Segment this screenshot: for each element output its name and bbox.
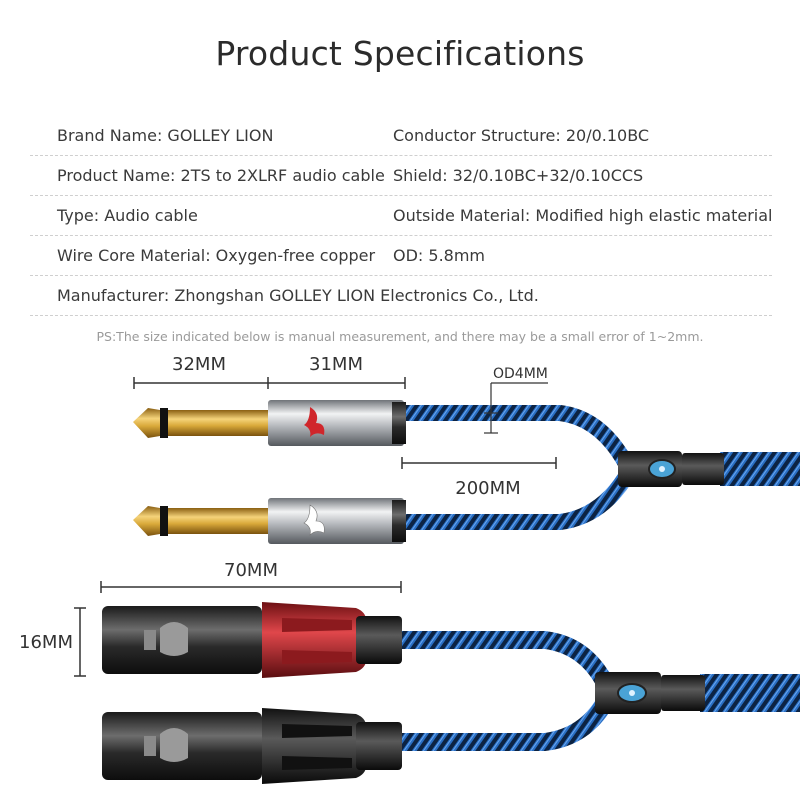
spec-row: Product Name: 2TS to 2XLRF audio cable S…	[30, 156, 772, 196]
spec-type: Type: Audio cable	[57, 206, 198, 225]
spec-row: Wire Core Material: Oxygen-free copper O…	[30, 236, 772, 276]
xlr-cable-assembly	[102, 602, 800, 784]
dimension-od	[484, 382, 548, 434]
xlr-cable-upper	[400, 631, 613, 688]
spec-row: Brand Name: GOLLEY LION Conductor Struct…	[30, 116, 772, 156]
dim-label-200mm: 200MM	[455, 478, 520, 499]
y-splitter-icon	[618, 451, 724, 487]
lion-logo-icon	[304, 407, 325, 437]
dim-label-od: OD4MM	[493, 366, 548, 382]
ts-cable-lower	[404, 473, 632, 530]
dim-label-70mm: 70MM	[224, 560, 278, 581]
dimension-16mm	[74, 607, 86, 677]
spec-table: Brand Name: GOLLEY LION Conductor Struct…	[30, 116, 773, 316]
spec-wire-core: Wire Core Material: Oxygen-free copper	[57, 246, 376, 265]
spec-conductor: Conductor Structure: 20/0.10BC	[393, 126, 650, 145]
ts-plug-upper	[133, 400, 406, 446]
spec-shield: Shield: 32/0.10BC+32/0.10CCS	[393, 166, 644, 185]
dim-label-31mm: 31MM	[309, 354, 363, 375]
spec-brand: Brand Name: GOLLEY LION	[57, 126, 274, 145]
xlr-cable-lower	[400, 697, 613, 751]
dimension-31mm	[268, 377, 406, 389]
page-title: Product Specifications	[215, 34, 585, 73]
cable-diagram: 32MM 31MM OD4MM 200MM 70MM 16MM	[19, 354, 800, 784]
dim-label-16mm: 16MM	[19, 632, 73, 653]
dimension-200mm	[401, 457, 557, 469]
ts-cable-upper	[404, 405, 632, 467]
dim-label-32mm: 32MM	[172, 354, 226, 375]
y-splitter-icon	[595, 672, 705, 714]
spec-row: Type: Audio cable Outside Material: Modi…	[30, 196, 773, 236]
measurement-note: PS:The size indicated below is manual me…	[96, 329, 704, 344]
xlr-cable-main	[700, 674, 800, 712]
ts-cable-assembly	[133, 400, 800, 544]
dimension-70mm	[100, 581, 402, 593]
dimension-32mm	[133, 377, 269, 389]
xlr-connector-lower	[102, 708, 402, 784]
spec-outside-material: Outside Material: Modified high elastic …	[393, 206, 773, 225]
spec-od: OD: 5.8mm	[393, 246, 486, 265]
ts-plug-lower	[133, 498, 406, 544]
spec-product-name: Product Name: 2TS to 2XLRF audio cable	[57, 166, 385, 185]
lion-logo-icon	[303, 504, 325, 536]
ts-cable-main	[720, 452, 800, 486]
spec-manufacturer: Manufacturer: Zhongshan GOLLEY LION Elec…	[57, 286, 539, 305]
xlr-connector-upper	[102, 602, 402, 678]
spec-row: Manufacturer: Zhongshan GOLLEY LION Elec…	[30, 276, 772, 316]
